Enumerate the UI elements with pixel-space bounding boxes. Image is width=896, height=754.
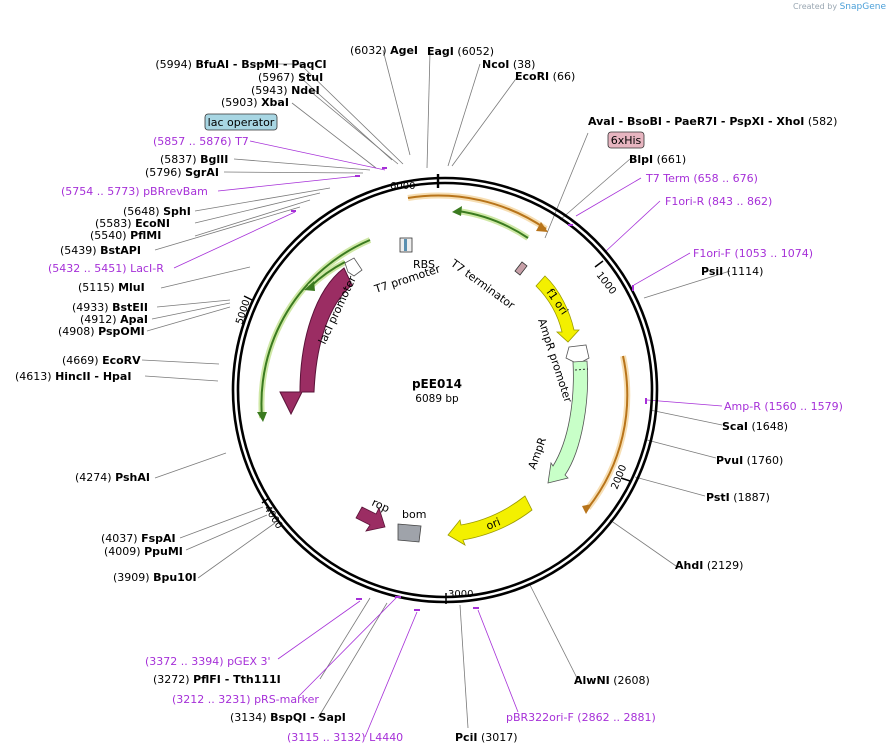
t7-promoter-label: T7 promoter: [372, 262, 442, 296]
enzyme-site-3[interactable]: (5943) NdeI: [251, 84, 320, 97]
his-tag-label: 6xHis: [611, 134, 642, 147]
t7-region-arc: [407, 194, 547, 230]
ori-feature[interactable]: [447, 495, 533, 546]
enzyme-site-19[interactable]: (3909) Bpu10I: [113, 571, 197, 584]
backbone-inner: [236, 181, 654, 599]
t7-terminator-label: T7 terminator: [447, 256, 517, 312]
enzyme-site-14[interactable]: AhdI (2129): [675, 559, 743, 572]
primer-site-10[interactable]: (3115 .. 3132) L4440: [287, 731, 403, 744]
lac-operator-label: lac operator: [208, 116, 275, 129]
his-tag-box[interactable]: [607, 131, 645, 149]
primer-site-0[interactable]: (5857 .. 5876) T7: [153, 135, 249, 148]
enzyme-site-27[interactable]: (4933) BstEII: [72, 301, 148, 314]
left-green-arc-outer: [260, 239, 371, 419]
enzyme-site-12[interactable]: PvuI (1760): [716, 454, 783, 467]
enzyme-site-32[interactable]: (5648) SphI: [123, 205, 191, 218]
enzyme-site-9[interactable]: BlpI (661): [629, 153, 686, 166]
ori-label: ori: [484, 515, 502, 532]
enzyme-site-30[interactable]: (5540) PflMI: [90, 229, 161, 242]
enzyme-site-2[interactable]: (5967) StuI: [258, 71, 323, 84]
tick-label-6000: 6000: [390, 181, 415, 192]
bom-label: bom: [402, 508, 426, 521]
primer-site-1[interactable]: (5754 .. 5773) pBRrevBam: [61, 185, 208, 198]
backbone-outer: [231, 176, 659, 604]
enzyme-site-24[interactable]: (4669) EcoRV: [62, 354, 141, 367]
enzyme-site-33[interactable]: (5796) SgrAI: [145, 166, 219, 179]
enzyme-site-1[interactable]: (6032) AgeI: [350, 44, 418, 57]
enzyme-site-16[interactable]: PciI (3017): [455, 731, 518, 744]
leader-lines: [141, 49, 731, 729]
primer-site-2[interactable]: (5432 .. 5451) LacI-R: [48, 262, 164, 275]
primer-site-4[interactable]: F1ori-R (843 .. 862): [665, 195, 772, 208]
enzyme-site-25[interactable]: (4908) PspOMI: [58, 325, 145, 338]
enzyme-site-11[interactable]: ScaI (1648): [722, 420, 788, 433]
tick-label-1000: 1000: [594, 270, 618, 297]
plasmid-name: pEE014: [412, 377, 462, 391]
rbs-label: RBS: [413, 258, 435, 271]
enzyme-site-22[interactable]: (4274) PshAI: [75, 471, 150, 484]
lac-operator-box[interactable]: [204, 113, 278, 131]
snapgene-credit: Created by SnapGene: [793, 2, 886, 12]
enzyme-site-4[interactable]: (5903) XbaI: [221, 96, 289, 109]
enzyme-site-15[interactable]: AlwNI (2608): [574, 674, 650, 687]
primer-site-9[interactable]: (3212 .. 3231) pRS-marker: [172, 693, 319, 706]
enzyme-site-34[interactable]: (5837) BglII: [160, 153, 228, 166]
site-labels: (5994) BfuAI - BspMI - PaqCI (6032) AgeI (…: [15, 44, 843, 744]
snapgene-logo: SnapGene: [839, 2, 886, 12]
enzyme-site-20[interactable]: (4009) PpuMI: [104, 545, 183, 558]
enzyme-site-10[interactable]: PsiI (1114): [701, 265, 763, 278]
enzyme-site-7[interactable]: EcoRI (66): [515, 70, 575, 83]
plasmid-length: 6089 bp: [415, 393, 459, 405]
f1-ori-feature[interactable]: [535, 275, 580, 343]
enzyme-site-21[interactable]: (4037) FspAI: [101, 532, 176, 545]
lacI-gene[interactable]: [279, 267, 353, 416]
lacI-promoter-feature[interactable]: [344, 257, 363, 277]
enzyme-site-5[interactable]: EagI (6052): [427, 45, 494, 58]
primer-site-5[interactable]: F1ori-F (1053 .. 1074): [693, 247, 813, 260]
top-green-arc: [457, 210, 529, 239]
primer-marks: [291, 167, 647, 611]
enzyme-site-0[interactable]: (5994) BfuAI - BspMI - PaqCI: [155, 58, 326, 71]
primer-site-6[interactable]: Amp-R (1560 .. 1579): [724, 400, 843, 413]
ampr-label: AmpR: [526, 435, 550, 471]
enzyme-site-29[interactable]: (5439) BstAPI: [60, 244, 141, 257]
enzyme-site-8[interactable]: AvaI - BsoBI - PaeR7I - PspXI - XhoI (58…: [588, 115, 837, 128]
enzyme-site-13[interactable]: PstI (1887): [706, 491, 770, 504]
tick-label-3000: 3000: [448, 589, 473, 600]
primer-leader-lines: [173, 140, 723, 738]
enzyme-site-28[interactable]: (5115) MluI: [78, 281, 145, 294]
lacI-label: lacI: [291, 324, 309, 346]
bom-feature[interactable]: [397, 523, 422, 543]
t7-terminator-feature[interactable]: [514, 261, 528, 276]
enzyme-site-23[interactable]: (4613) HincII - HpaI: [15, 370, 131, 383]
primer-site-8[interactable]: (3372 .. 3394) pGEX 3': [145, 655, 271, 668]
enzyme-site-6[interactable]: NcoI (38): [482, 58, 535, 71]
rop-gene[interactable]: [355, 506, 386, 532]
credit-created-by: Created by: [793, 2, 838, 11]
primer-site-7[interactable]: pBR322ori-F (2862 .. 2881): [506, 711, 656, 724]
right-orange-arc: [587, 355, 629, 509]
enzyme-site-26[interactable]: (4912) ApaI: [80, 313, 148, 326]
ampr-gene[interactable]: [547, 360, 588, 484]
enzyme-site-18[interactable]: (3272) PflFI - Tth111I: [153, 673, 281, 686]
enzyme-site-17[interactable]: (3134) BspQI - SapI: [230, 711, 346, 724]
f1-ori-label: f1 ori: [544, 286, 571, 317]
enzyme-site-31[interactable]: (5583) EcoNI: [95, 217, 170, 230]
primer-site-3[interactable]: T7 Term (658 .. 676): [645, 172, 758, 185]
t7-promoter-feature[interactable]: [404, 239, 407, 251]
